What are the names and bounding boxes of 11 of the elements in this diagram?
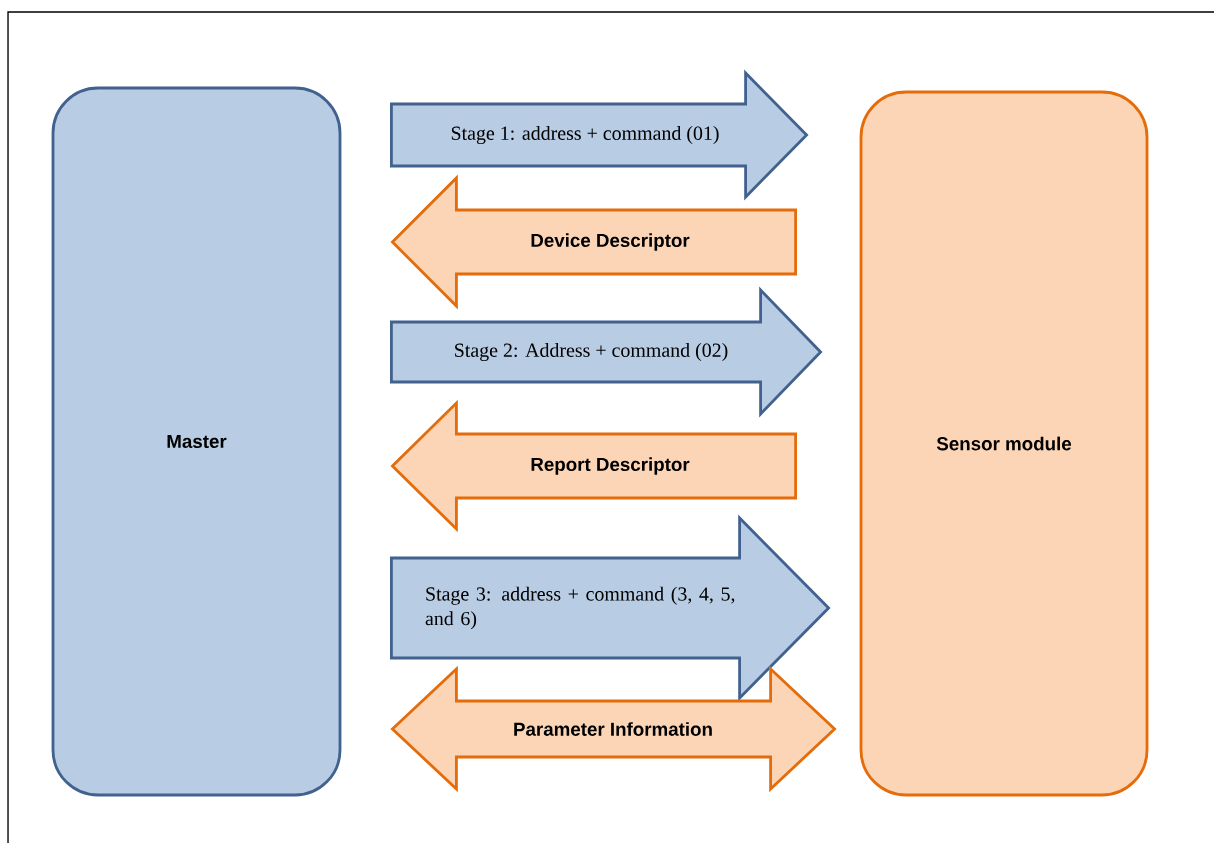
edge-label: Stage 3: address + command (3, 4, 5, and 6): [425, 586, 735, 630]
block-arrow: [390, 514, 831, 702]
block-arrow: [390, 286, 823, 418]
edge-label: Report Descriptor: [531, 457, 690, 475]
edge-label: Stage 2: Address + command (02): [455, 342, 728, 362]
rounded-box: Master: [51, 86, 342, 797]
edge-label: Parameter Information: [514, 722, 712, 736]
edge-label: Device Descriptor: [531, 233, 690, 251]
rounded-box: Sensor module: [859, 90, 1149, 797]
edge-label: Stage 1: address + command (01): [451, 125, 719, 145]
block-arrow: [390, 69, 809, 201]
